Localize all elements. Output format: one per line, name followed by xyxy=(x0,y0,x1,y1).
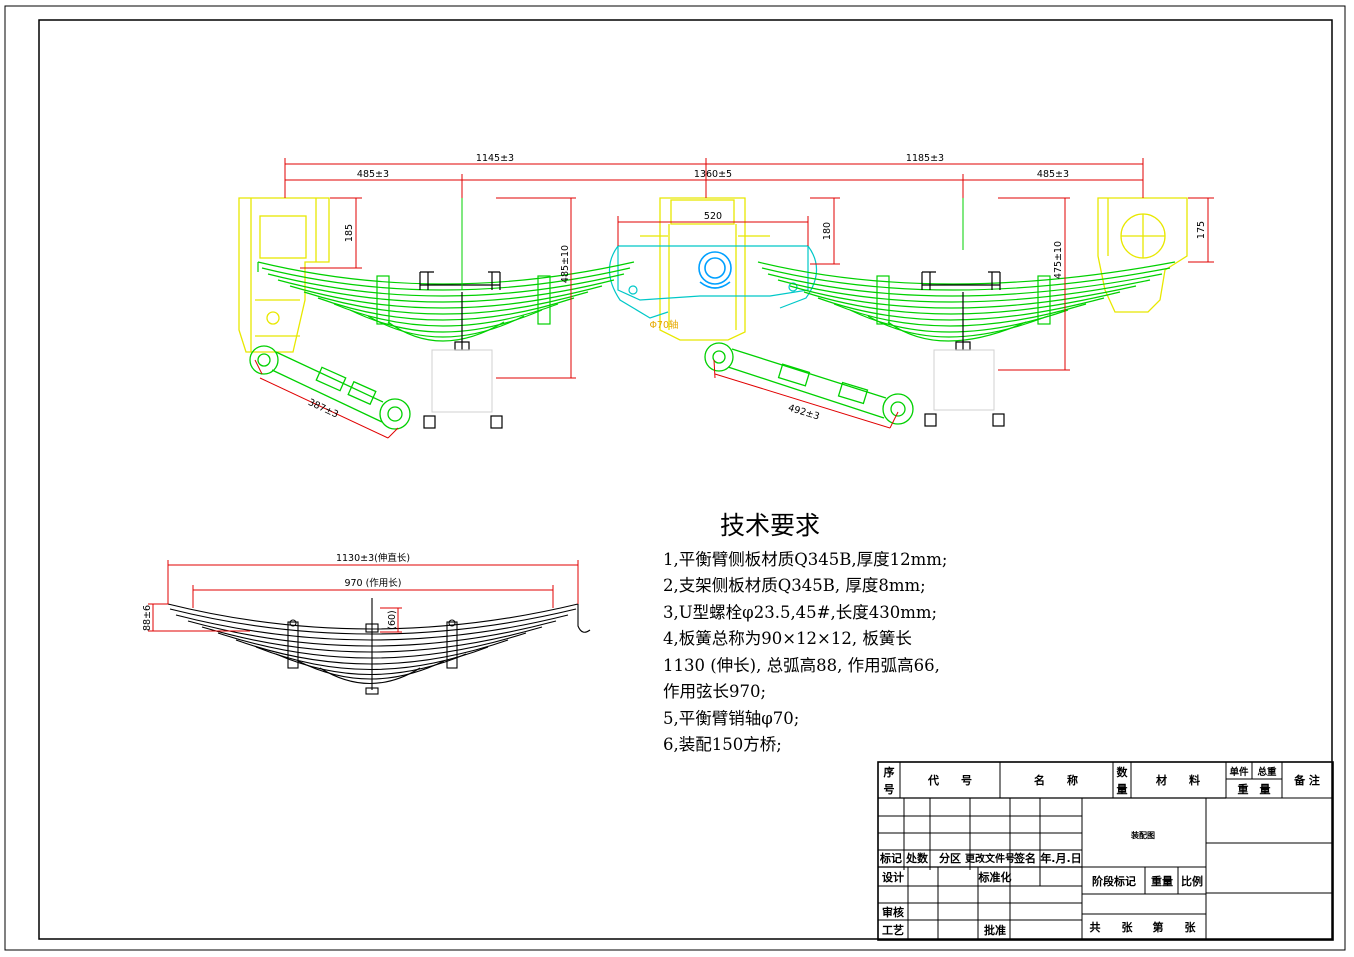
leaf-spring-dimensions xyxy=(148,560,579,633)
suspension-assembly xyxy=(238,190,1188,430)
tech-requirement-line: 6,装配150方桥; xyxy=(663,735,782,754)
tb-bili: 比例 xyxy=(1181,874,1203,888)
left-bracket xyxy=(238,197,330,353)
tb-zhang1: 张 xyxy=(1122,920,1134,934)
tb-liang: 量 xyxy=(1117,783,1128,796)
dim-970: 970 (作用长) xyxy=(344,577,401,589)
tb-zongzhong: 总重 xyxy=(1257,766,1277,778)
dimension-labels: 1145±3 1185±3 485±3 1360±5 485±3 520 185… xyxy=(306,153,1207,423)
dim-475-height: 475±10 xyxy=(1053,241,1064,279)
tb-cailiao: 材 料 xyxy=(1156,773,1200,787)
left-torque-rod xyxy=(249,345,411,430)
tb-di: 第 xyxy=(1153,920,1164,934)
dim-520: 520 xyxy=(704,211,722,222)
dim-485-right: 485±3 xyxy=(1037,169,1069,180)
center-bracket xyxy=(640,197,770,341)
dim-axle-70: Φ70轴 xyxy=(649,319,678,331)
tb-jieduan: 阶段标记 xyxy=(1092,874,1136,888)
leaf-spring-detail xyxy=(167,598,591,695)
tb-daihao: 代 号 xyxy=(927,773,972,787)
tb-nianyueri: 年.月.日 xyxy=(1040,851,1081,865)
outer-border xyxy=(4,5,1346,951)
tb-hao: 号 xyxy=(884,783,895,796)
dim-387: 387±3 xyxy=(306,397,340,421)
pivot-axle xyxy=(698,251,732,289)
tb-gongyi: 工艺 xyxy=(882,923,904,937)
right-torque-rod xyxy=(704,342,914,425)
tb-xu: 序 xyxy=(884,765,895,779)
tech-requirement-line: 1130 (伸长), 总弧高88, 作用弧高66, xyxy=(663,656,940,675)
tech-requirement-line: 4,板簧总称为90×12×12, 板簧长 xyxy=(663,629,912,648)
dim-485-left: 485±3 xyxy=(357,169,389,180)
tb-zhongliang: 重 量 xyxy=(1238,782,1271,796)
tb-danjian: 单件 xyxy=(1229,766,1249,778)
tb-zhang2: 张 xyxy=(1185,920,1197,934)
tb-chushu: 处数 xyxy=(905,851,929,865)
tech-requirements-title: 技术要求 xyxy=(720,511,821,540)
dim-60: (60) xyxy=(387,610,398,630)
tb-fenqu: 分区 xyxy=(939,851,961,865)
right-bracket xyxy=(1097,197,1188,313)
dim-175: 175 xyxy=(1196,221,1207,239)
tb-genggai: 更改文件号 xyxy=(965,852,1015,865)
inner-border xyxy=(38,19,1333,940)
dim-180: 180 xyxy=(822,222,833,240)
dim-1185: 1185±3 xyxy=(906,153,944,164)
title-block-text: 序 号 代 号 名 称 数 量 材 料 单件 总重 重 量 备 注 装配图 标记… xyxy=(879,765,1320,937)
tb-shenhe: 审核 xyxy=(882,905,904,919)
dim-492: 492±3 xyxy=(787,403,821,423)
dim-1360: 1360±5 xyxy=(694,169,732,180)
tech-requirement-line: 1,平衡臂侧板材质Q345B,厚度12mm; xyxy=(663,550,948,569)
tb-gong: 共 xyxy=(1090,920,1101,934)
tb-zhong: 重量 xyxy=(1151,874,1173,888)
title-block xyxy=(877,761,1334,941)
tech-requirement-line: 2,支架侧板材质Q345B, 厚度8mm; xyxy=(663,576,926,595)
axle-seats xyxy=(419,271,1005,429)
dim-485-height: 485±10 xyxy=(560,245,571,283)
dim-1145: 1145±3 xyxy=(476,153,514,164)
tb-drawing-name: 装配图 xyxy=(1130,830,1155,840)
leaf-spring-labels: 1130±3(伸直长) 970 (作用长) 88±6 (60) xyxy=(142,552,410,631)
tb-biaoji: 标记 xyxy=(879,851,902,865)
tech-requirement-line: 5,平衡臂销轴φ70; xyxy=(663,709,800,728)
dim-1130: 1130±3(伸直长) xyxy=(336,552,410,564)
equalizer-arm xyxy=(608,245,818,319)
tb-sheji: 设计 xyxy=(882,870,904,884)
tb-qianming: 签名 xyxy=(1013,851,1036,865)
tb-shu: 数 xyxy=(1117,765,1129,779)
tb-pizhun: 批准 xyxy=(984,923,1006,937)
right-leaf-spring xyxy=(757,261,1176,342)
tb-mingcheng: 名 称 xyxy=(1034,773,1078,787)
assembly-dimensions xyxy=(254,158,1214,439)
tech-requirement-line: 作用弦长970; xyxy=(663,682,767,701)
tech-requirement-line: 3,U型螺栓φ23.5,45#,长度430mm; xyxy=(663,603,938,622)
axle-housings xyxy=(431,349,995,413)
tb-beizhu: 备 注 xyxy=(1293,773,1320,787)
tb-biaozhunhua: 标准化 xyxy=(978,870,1012,884)
dim-88: 88±6 xyxy=(142,605,153,631)
left-leaf-spring xyxy=(257,261,635,342)
dim-185: 185 xyxy=(344,224,355,242)
